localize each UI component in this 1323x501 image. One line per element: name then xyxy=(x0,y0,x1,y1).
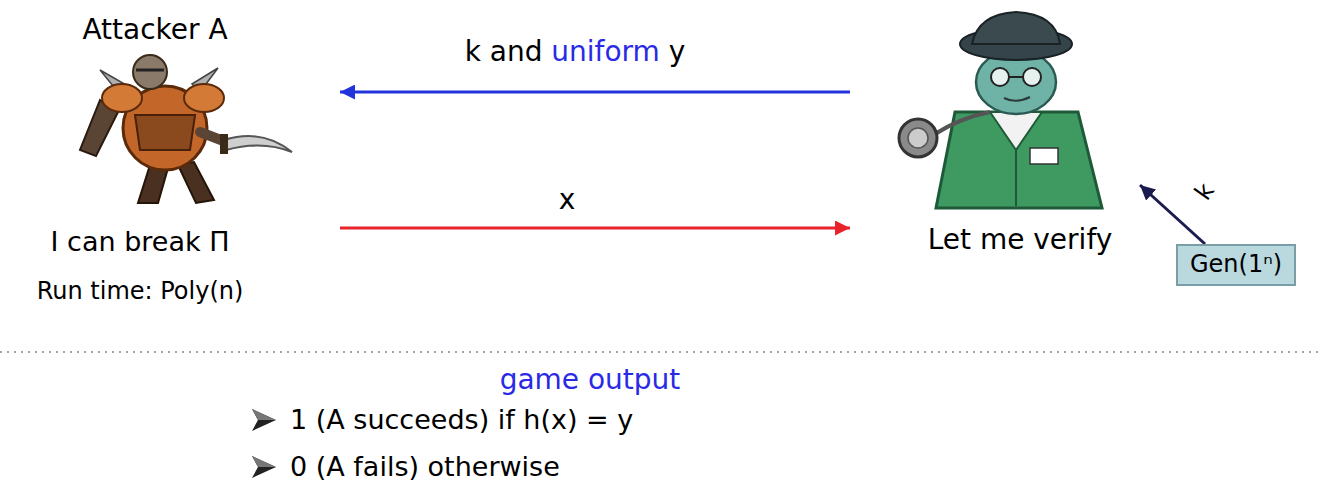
edge-label: k xyxy=(1190,178,1221,205)
attacker-figure: Attacker A I can break Π Run time: Poly(n) xyxy=(10,4,340,304)
section-heading: game output xyxy=(500,364,681,396)
separator-line xyxy=(0,351,1323,353)
bullet-symbol xyxy=(252,456,276,478)
doctor-illustration xyxy=(899,12,1102,208)
connector-arrow xyxy=(340,227,850,230)
verifier-figure: Let me verify xyxy=(850,4,1140,272)
node-title: Attacker A xyxy=(82,14,227,46)
node-text: Run time: Poly(n) xyxy=(37,278,244,306)
outcome-line: 1 (A succeeds) if h(x) = y xyxy=(290,404,633,435)
label-word: k xyxy=(1189,178,1220,205)
gen-box: Gen(1ⁿ) xyxy=(1176,244,1296,286)
label-word: uniform xyxy=(551,35,668,68)
label-word: x xyxy=(559,183,576,216)
edge-label: x xyxy=(559,184,576,216)
outcome-line: 0 (A fails) otherwise xyxy=(290,451,560,482)
label-word: k xyxy=(465,35,490,68)
edge-label: k and uniform y xyxy=(465,36,686,68)
node-title: Gen(1ⁿ) xyxy=(1190,251,1282,279)
node-title: Let me verify xyxy=(928,224,1113,256)
label-word: and xyxy=(490,35,552,68)
node-text: I can break Π xyxy=(51,226,230,257)
warrior-illustration xyxy=(80,55,292,203)
connector-arrow xyxy=(340,91,850,94)
label-word: y xyxy=(669,35,686,68)
bullet-symbol xyxy=(252,409,276,431)
